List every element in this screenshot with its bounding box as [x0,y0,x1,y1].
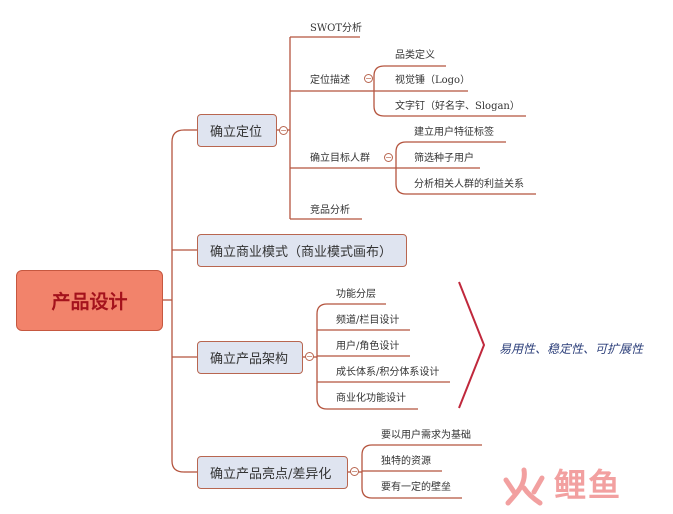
branch-business-model[interactable]: 确立商业模式（商业模式画布） [197,234,407,267]
topic-positioning-description[interactable]: 定位描述 [310,75,350,86]
topic-monetization[interactable]: 商业化功能设计 [336,393,406,404]
summary-label[interactable]: 易用性、稳定性、可扩展性 [499,342,644,356]
topic-feature-layers[interactable]: 功能分层 [336,289,376,300]
root-node[interactable]: 产品设计 [16,270,163,331]
topic-barriers[interactable]: 要有一定的壁垒 [381,482,451,493]
collapse-toggle-architecture[interactable]: − [305,351,314,361]
branch-label: 确立产品亮点/差异化 [210,467,332,482]
branch-label: 确立商业模式（商业模式画布） [210,245,393,260]
topic-user-tags[interactable]: 建立用户特征标签 [414,127,494,138]
topic-seed-users[interactable]: 筛选种子用户 [414,153,474,164]
branch-product-architecture[interactable]: 确立产品架构 [197,341,303,374]
collapse-toggle-positioning[interactable]: − [279,125,288,135]
branch-differentiation[interactable]: 确立产品亮点/差异化 [197,456,348,489]
topic-stakeholder-interests[interactable]: 分析相关人群的利益关系 [414,179,524,190]
topic-growth-system[interactable]: 成长体系/积分体系设计 [336,367,440,378]
topic-role-design[interactable]: 用户/角色设计 [336,341,400,352]
branch-positioning[interactable]: 确立定位 [197,114,277,147]
topic-category-definition[interactable]: 品类定义 [395,50,435,61]
fire-logo-icon [503,467,545,506]
topic-channel-design[interactable]: 频道/栏目设计 [336,315,400,326]
root-label: 产品设计 [51,291,128,313]
root-trunk [171,129,185,473]
watermark-text: 鲤鱼 [554,466,623,504]
topic-verbal-nail[interactable]: 文字钉（好名字、Slogan） [395,101,520,112]
collapse-toggle-target-users[interactable]: − [384,152,393,162]
topic-visual-hammer[interactable]: 视觉锤（Logo） [395,75,471,86]
topic-competitor-analysis[interactable]: 竞品分析 [310,205,350,216]
topic-swot-analysis[interactable]: SWOT分析 [310,23,362,34]
branch-label: 确立产品架构 [210,352,289,367]
collapse-toggle-differentiation[interactable]: − [350,466,359,476]
topic-target-audience[interactable]: 确立目标人群 [310,153,370,164]
summary-brace [458,281,486,409]
collapse-toggle-positioning-desc[interactable]: − [364,73,373,83]
branch-label: 确立定位 [210,125,263,140]
topic-user-needs-basis[interactable]: 要以用户需求为基础 [381,430,471,441]
topic-unique-resources[interactable]: 独特的资源 [381,456,431,467]
